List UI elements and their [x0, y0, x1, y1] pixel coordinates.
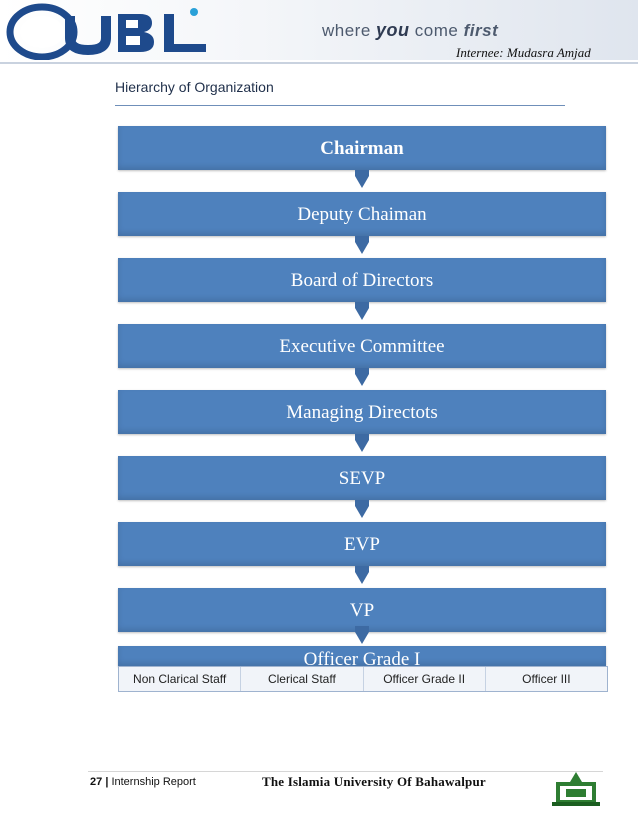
footer-page-info: 27 | Internship Report	[90, 776, 196, 788]
page-number: 27	[90, 776, 103, 788]
internee-name: Internee: Mudasra Amjad	[456, 45, 591, 60]
section-title: Hierarchy of Organization	[115, 79, 274, 95]
staff-officer-grade-2: Officer Grade II	[362, 667, 485, 691]
tagline-where: where	[322, 21, 371, 40]
level-deputy-chairman: Deputy Chaiman	[118, 192, 606, 236]
footer-rule	[88, 771, 603, 772]
level-evp: EVP	[118, 522, 606, 566]
level-board-of-directors: Board of Directors	[118, 258, 606, 302]
section-rule	[115, 105, 565, 106]
arrow-down-icon	[355, 626, 369, 644]
arrow-down-icon	[355, 500, 369, 518]
staff-officer-3: Officer III	[484, 667, 607, 691]
staff-row: Non Clarical Staff Clerical Staff Office…	[118, 666, 608, 692]
arrow-down-icon	[355, 566, 369, 584]
header-divider	[0, 62, 638, 64]
report-label: Internship Report	[111, 776, 196, 788]
level-officer-grade-1: Officer Grade I	[118, 646, 606, 666]
level-managing-directors: Managing Directots	[118, 390, 606, 434]
footer-separator: |	[105, 776, 109, 788]
level-vp: VP	[118, 588, 606, 632]
level-chairman: Chairman	[118, 126, 606, 170]
level-sevp: SEVP	[118, 456, 606, 500]
tagline-first: first	[463, 21, 499, 40]
university-crest-icon	[552, 772, 600, 806]
ubl-logo	[6, 3, 206, 60]
arrow-down-icon	[355, 170, 369, 188]
arrow-down-icon	[355, 434, 369, 452]
arrow-down-icon	[355, 236, 369, 254]
tagline: where you come first	[322, 20, 498, 41]
university-name: The Islamia University Of Bahawalpur	[262, 774, 486, 789]
arrow-down-icon	[355, 302, 369, 320]
staff-clerical: Clerical Staff	[240, 667, 362, 691]
staff-non-clerical: Non Clarical Staff	[133, 672, 227, 686]
page-header: where you come first Internee: Mudasra A…	[0, 0, 638, 66]
arrow-down-icon	[355, 368, 369, 386]
tagline-come: come	[414, 21, 459, 40]
level-executive-committee: Executive Committee	[118, 324, 606, 368]
tagline-you: you	[376, 20, 410, 40]
